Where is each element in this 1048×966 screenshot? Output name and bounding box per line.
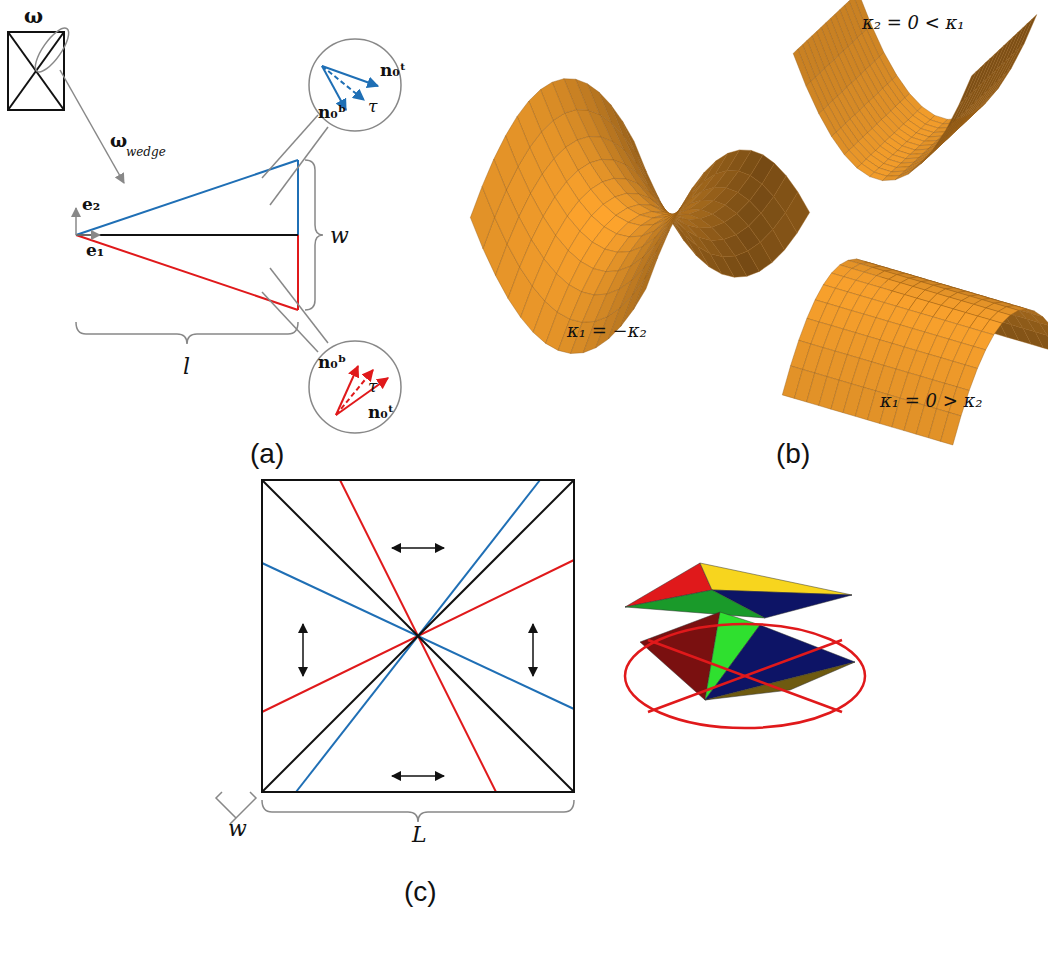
surface-patch [793,49,810,86]
surface-patch [844,150,861,168]
surface-patch [692,161,716,193]
domain-symbol: ω [110,132,127,150]
basis-e1 [76,234,100,236]
vector-label: τ [368,378,377,395]
surface-patch [634,258,658,310]
surface-patch [895,170,912,180]
curvature-surfaces [470,0,1048,445]
surface-patch [645,230,669,278]
vector-label: n₀ᵇ [318,104,346,121]
dimension-label: w [228,818,247,840]
panel-label: (c) [404,878,437,906]
surface-patch [957,365,977,391]
zoom-arrow [60,70,124,183]
curvature-label: κ₁ = 0 > κ₂ [880,392,983,410]
surface-patch [964,67,981,101]
width-brace [305,160,323,310]
length-brace [262,800,574,822]
surface-patch [938,121,955,145]
rejected-mark [625,624,865,728]
wedge [76,160,298,310]
dimension-label: L [412,824,427,846]
surface-patch [965,346,985,368]
vector-label: n₀ᵇ [318,354,346,371]
basis-e2 [75,208,77,235]
panel-label: (b) [776,440,810,468]
square-plate [262,480,574,792]
surface-patch [656,208,680,244]
surface-patch [941,412,961,445]
vector-label: n₀ᵗ [380,62,406,79]
surface-patch [680,172,704,208]
surface-patch [679,182,703,210]
vector-label: n₀ᵗ [368,404,394,421]
pyramid-up [625,563,852,618]
surface-patch [951,96,968,125]
surface-patch [1047,335,1048,355]
curvature-label: κ₁ = −κ₂ [567,322,647,340]
zoom-ellipse [30,24,75,77]
surface-patch [933,125,950,149]
dimension-label: l [183,356,190,378]
curvature-label: κ₂ = 0 < κ₁ [862,14,965,32]
basis-label: e₂ [82,196,100,213]
vector-label: τ [368,98,377,115]
panel-label: (a) [250,440,284,468]
basis-label: e₁ [86,242,104,259]
domain-symbol: ω [24,6,43,26]
surface-patch [621,278,645,326]
surface-patch [482,159,506,217]
surface-patch [959,71,976,105]
surface-patch [806,81,823,113]
length-brace [76,322,298,344]
surface-patch [946,101,963,130]
surface-patch [657,207,681,251]
surface-patch [644,228,668,268]
surface-patch [831,132,848,155]
director-arrows [303,548,533,776]
domain-subscript: wedge [126,146,166,158]
surface-patch [921,145,938,164]
surface-patch [819,109,836,136]
dimension-label: w [330,225,349,247]
surface-patch [704,153,728,181]
zoom-circles [262,39,401,433]
